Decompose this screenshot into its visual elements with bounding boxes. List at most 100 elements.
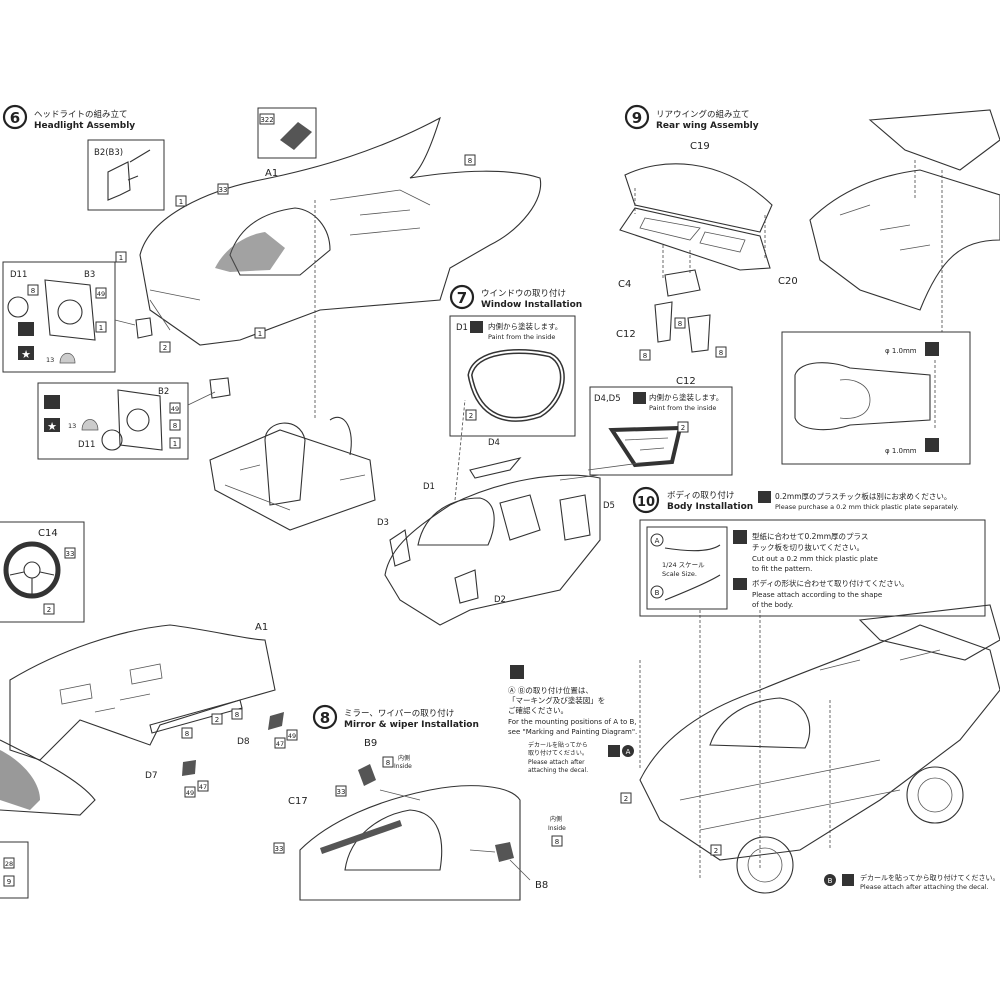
part-49-label-b: 49 [171,405,179,413]
body-a-mark: A [626,748,631,756]
decal-note-b-en: Please attach after attaching the decal. [860,883,989,891]
d4d5-paint-note-jp: 内側から塗装します。 [649,392,723,402]
mount-note-jp-3: ご確認ください。 [508,705,568,715]
part-9-label: 9 [7,878,11,886]
part-2-label-d: 2 [624,795,628,803]
d4-part [469,457,522,479]
part-8-label-b: 8 [31,287,35,295]
inside-label-jp-a: 内側 [398,754,410,762]
part-1-label-b: 1 [119,254,123,262]
decal-note-b-jp: デカールを貼ってから取り付けてください。 [860,873,999,882]
step-9-number: 9 [632,109,642,127]
part-1-label-e: 1 [173,440,177,448]
mount-note-jp-1: Ⓐ Ⓑの取り付け位置は、 [508,685,593,695]
step-9-title-jp: リアウイングの組み立て [656,109,750,120]
part-47-label-b: 47 [199,783,207,791]
mount-note-icon [510,665,524,679]
step-8: 8 ミラー、ワイパーの取り付け Mirror & wiper Installat… [273,704,566,901]
decal-note-a-en-1: Please attach after [528,759,585,766]
attach-note-en-1: Please attach according to the shape [752,591,882,599]
b9-mirror [358,764,376,786]
inside-label-en-b: Inside [548,825,566,832]
paint-star-icon-b [44,418,60,432]
step-7-title-jp: ウインドウの取り付け [481,288,566,299]
c20-wing-lower [619,207,771,271]
part-2-label-b: 2 [469,412,473,420]
mount-note-jp-2: 「マーキング及び塗装図」を [508,695,605,705]
part-8-label-h: 8 [235,711,239,719]
b3-label: B3 [84,270,95,280]
shell-decal-b [81,419,99,431]
c20-label: C20 [778,276,798,287]
part-2-label-a: 2 [163,344,167,352]
d7-light [182,760,196,776]
svg-text:★: ★ [47,420,57,433]
step-10-number: 10 [637,495,655,510]
d8-light [268,712,284,730]
cut-icon [733,530,747,544]
mount-note-en-2: see "Marking and Painting Diagram". [508,728,637,736]
step-10-badge [632,486,660,514]
step-6-title-en: Headlight Assembly [34,121,135,131]
b8-label: B8 [535,880,548,891]
mount-note-en-1: For the mounting positions of A to B, [508,718,637,726]
drill-icon-b [925,438,939,452]
glue-icon-a [18,322,34,336]
part-8-label-d: 8 [678,320,682,328]
part-33-label: 33 [219,186,228,194]
part-2-label-f: 2 [47,606,51,614]
decal-322-shape [280,122,312,150]
step-8-badge [312,704,338,730]
pattern-b-mark: B [655,589,660,597]
step-10: 10 ボディの取り付け Body Installation 0.2mm厚のプラス… [508,486,1000,894]
glue-icon-b [44,395,60,409]
windshield-d1 [417,497,495,546]
d5-label: D5 [603,501,615,511]
pattern-note-en-2: to fit the pattern. [752,565,812,573]
decal-note-a-jp: デカールを貼ってから [528,741,588,749]
b2b3-label: B2(B3) [94,148,123,158]
inside-label-jp-b: 内側 [550,815,562,823]
mirror-body-outline [299,785,521,901]
lower-body-shadow-panel [0,750,40,810]
part-8-label-i: 8 [386,759,390,767]
d11-label-b: D11 [78,440,95,450]
step-6-number: 6 [10,109,20,127]
part-8-label-f: 8 [719,349,723,357]
part-13-label-a: 13 [46,356,54,364]
hole-size-label-a: φ 1.0mm [885,347,917,355]
part-33-label-c: 33 [337,788,346,796]
plate-note-icon [758,491,771,503]
hole-size-label-b: φ 1.0mm [885,447,917,455]
pattern-note-jp-1: 型紙に合わせて0.2mm厚のプラス [752,531,868,541]
attach-note-jp: ボディの形状に合わせて取り付けてください。 [752,578,909,588]
d4d5-label: D4,D5 [594,394,621,404]
step-6: 6 ヘッドライトの組み立て Headlight Assembly B2(B3) … [2,104,542,531]
step-6-badge [2,104,28,130]
drill-icon-a [925,342,939,356]
d2-label: D2 [494,595,506,605]
rear-body-outline [809,169,1000,311]
part-8-label-c: 8 [173,422,177,430]
b2-label: B2 [158,387,169,397]
step-10-title-en: Body Installation [667,502,753,512]
part-33-label-b: 33 [66,550,75,558]
step-10-title-jp: ボディの取り付け [667,490,734,501]
attach-icon [733,578,747,590]
rear-wing-installed [868,109,1000,171]
steering-wheel-detail: C14 33 2 [0,521,85,623]
part-33-label-d: 33 [275,845,284,853]
headlight-lenses [135,317,231,399]
d7-label: D7 [145,771,158,781]
b8-mirror [495,842,514,862]
full-car-body [639,624,1000,861]
paint-star-icon-a [18,346,34,360]
decal-note-a-en-2: attaching the decal. [528,767,588,774]
c17-wiper [320,820,402,854]
step-7-title-en: Window Installation [481,300,582,310]
d1-label-b: D1 [423,482,435,492]
left-edge-fragments: 28 9 [0,841,29,899]
part-1-label-a: 1 [179,198,183,206]
pattern-note-en-1: Cut out a 0.2 mm thick plastic plate [752,555,878,563]
part-1-label-c: 1 [258,330,262,338]
